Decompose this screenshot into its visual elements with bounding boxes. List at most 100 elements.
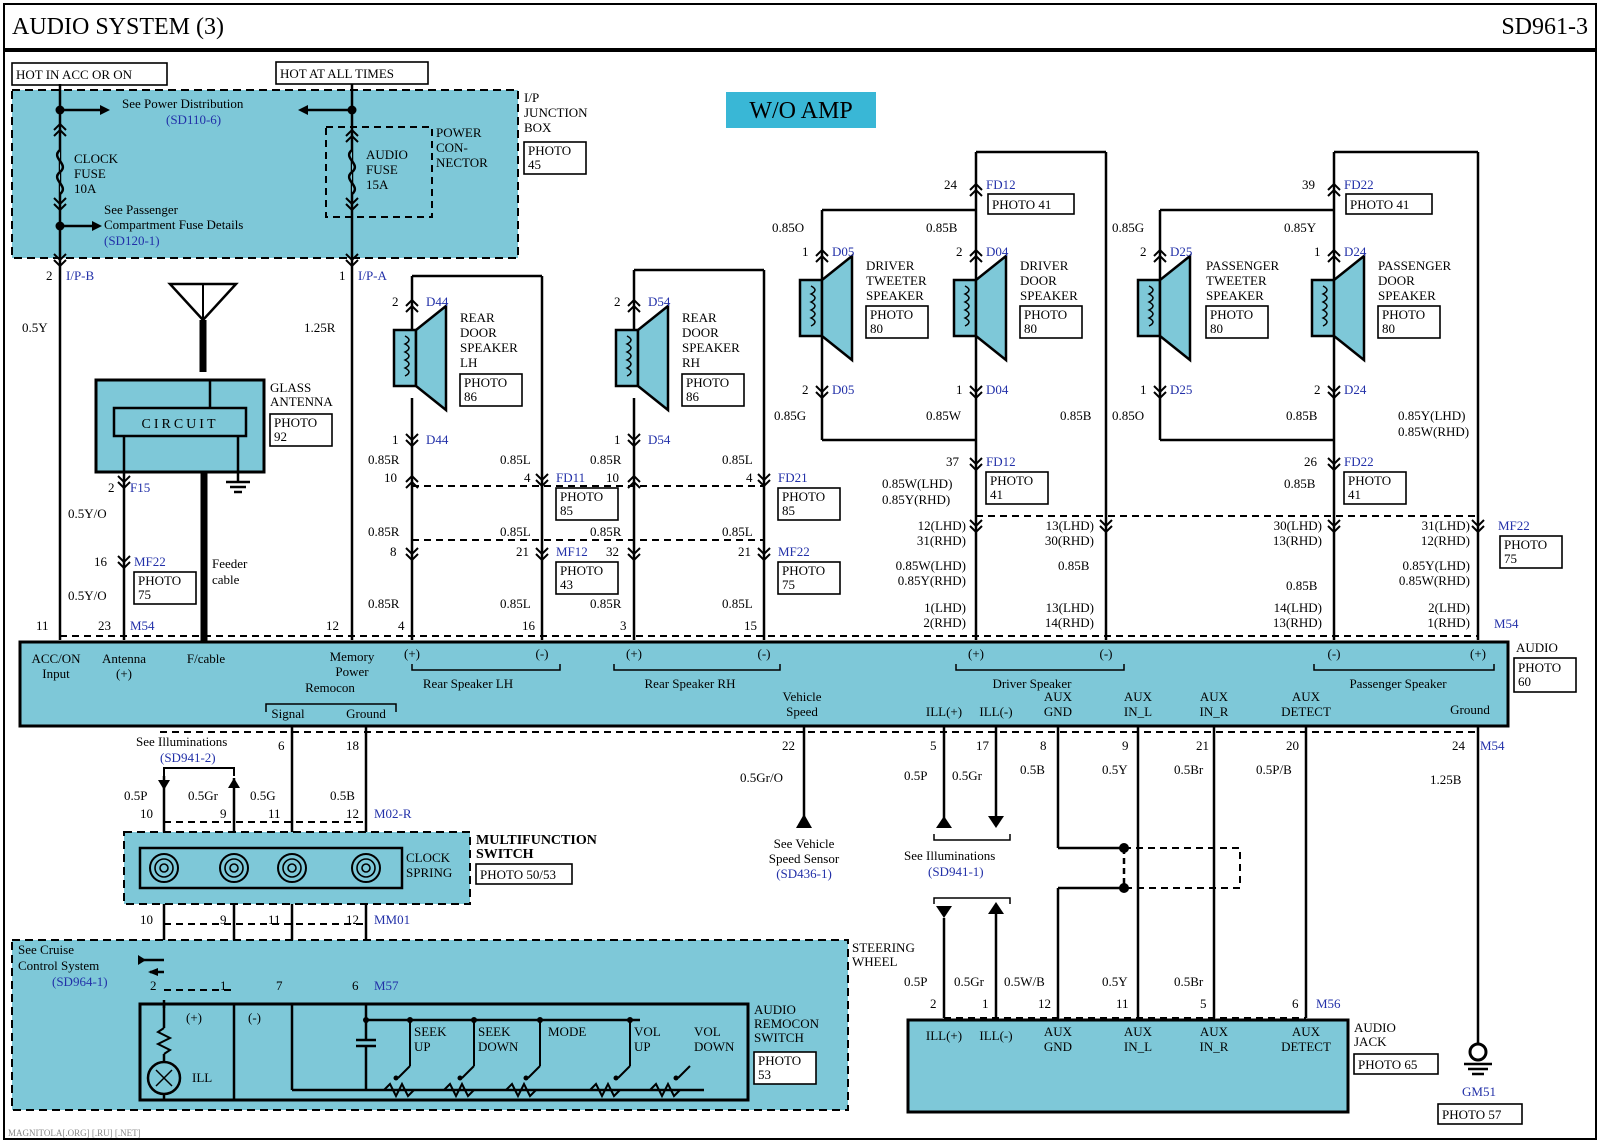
aux-inl-label: IN_L bbox=[1124, 704, 1152, 719]
see-illuminations-ref[interactable]: See Illuminations bbox=[904, 848, 995, 863]
sd964-link[interactable]: (SD964-1) bbox=[52, 974, 108, 989]
sd941-1-link[interactable]: (SD941-1) bbox=[928, 864, 984, 879]
fd11-connector: FD11 bbox=[556, 470, 585, 485]
see-cruise-ref[interactable]: Control System bbox=[18, 958, 99, 973]
passenger-tweeter-photo: PHOTO bbox=[1210, 307, 1253, 322]
rear-lh-name: REAR bbox=[460, 310, 495, 325]
pin-label: 13(RHD) bbox=[1273, 615, 1322, 630]
pin-label: 31(RHD) bbox=[917, 533, 966, 548]
ground-terminal-label: Ground bbox=[1450, 702, 1490, 717]
wire-label: 0.5Y bbox=[1102, 974, 1128, 989]
sd120-link[interactable]: (SD120-1) bbox=[104, 233, 160, 248]
driver-door-name: SPEAKER bbox=[1020, 288, 1078, 303]
clock-fuse-label: CLOCK bbox=[74, 151, 119, 166]
wire-label: 0.85R bbox=[590, 596, 622, 611]
sd941-2-link[interactable]: (SD941-2) bbox=[160, 750, 216, 765]
sd436-link[interactable]: (SD436-1) bbox=[776, 866, 832, 881]
wire-label: 0.85B bbox=[1286, 408, 1318, 423]
ill-minus-label: ILL(-) bbox=[979, 704, 1012, 719]
driver-door-photo: 80 bbox=[1024, 321, 1037, 336]
pin-label: 1 bbox=[220, 978, 227, 993]
pin-label: 21 bbox=[516, 544, 529, 559]
pin-label: 2 bbox=[956, 244, 963, 259]
pin-label: 4 bbox=[524, 470, 531, 485]
driver-tweeter-name: SPEAKER bbox=[866, 288, 924, 303]
pin-label: 11 bbox=[36, 618, 49, 633]
d05-connector: D05 bbox=[832, 244, 854, 259]
m54-connector: M54 bbox=[1494, 616, 1519, 631]
terminal-minus: (-) bbox=[758, 646, 771, 661]
audio-remocon-label: SWITCH bbox=[754, 1030, 804, 1045]
pin-label: 20 bbox=[1286, 738, 1299, 753]
pin-label: 2 bbox=[46, 268, 53, 283]
wire-label: 0.85W(RHD) bbox=[1398, 424, 1469, 439]
pin-label: 6 bbox=[352, 978, 359, 993]
wire-label: 1.25B bbox=[1430, 772, 1462, 787]
passenger-door-name: SPEAKER bbox=[1378, 288, 1436, 303]
memory-power-label: Power bbox=[335, 664, 369, 679]
pin-label: 21 bbox=[738, 544, 751, 559]
vehicle-speed-label: Vehicle bbox=[783, 689, 822, 704]
pin-label: 1 bbox=[1314, 244, 1321, 259]
signal-label: Signal bbox=[271, 706, 305, 721]
see-passenger-ref[interactable]: Compartment Fuse Details bbox=[104, 217, 243, 232]
power-connector-label: POWER bbox=[436, 125, 482, 140]
rear-rh-name: DOOR bbox=[682, 325, 719, 340]
wire-label: 0.85W(LHD) bbox=[882, 476, 952, 491]
rear-lh-photo: PHOTO bbox=[464, 375, 507, 390]
fd21-photo: 85 bbox=[782, 503, 795, 518]
page-title: AUDIO SYSTEM (3) bbox=[12, 14, 224, 40]
see-passenger-ref[interactable]: See Passenger bbox=[104, 202, 179, 217]
see-power-ref[interactable]: See Power Distribution bbox=[122, 96, 244, 111]
jack-aux-inr: AUX bbox=[1200, 1024, 1229, 1039]
driver-speakers bbox=[798, 150, 1108, 640]
pin-label: 8 bbox=[390, 544, 397, 559]
see-vehicle-speed-ref[interactable]: Speed Sensor bbox=[769, 851, 840, 866]
wire-label: 0.5Gr/O bbox=[740, 770, 783, 785]
pin-label: 2 bbox=[392, 294, 399, 309]
diagram-code: SD961-3 bbox=[1501, 14, 1588, 40]
pin-label: 10 bbox=[384, 470, 397, 485]
driver-door-photo: PHOTO bbox=[1024, 307, 1067, 322]
vol-down-label: DOWN bbox=[694, 1039, 735, 1054]
pin-label: 12(RHD) bbox=[1421, 533, 1470, 548]
ip-photo: 45 bbox=[528, 157, 541, 172]
rear-lh-name: DOOR bbox=[460, 325, 497, 340]
see-vehicle-speed-ref[interactable]: See Vehicle bbox=[774, 836, 835, 851]
steering-wheel-label: STEERING bbox=[852, 940, 915, 955]
rear-lh-speaker bbox=[392, 274, 544, 640]
pin-label: 26 bbox=[1304, 454, 1318, 469]
wire-label: 0.5Gr bbox=[188, 788, 219, 803]
pin-label: 1(LHD) bbox=[924, 600, 966, 615]
passenger-tweeter-name: TWEETER bbox=[1206, 273, 1267, 288]
hot-acc-label: HOT IN ACC OR ON bbox=[16, 67, 133, 82]
rear-rh-photo: PHOTO bbox=[686, 375, 729, 390]
hot-all-label: HOT AT ALL TIMES bbox=[280, 66, 394, 81]
glass-antenna-label: GLASS bbox=[270, 380, 311, 395]
pin-label: 13(RHD) bbox=[1273, 533, 1322, 548]
d54-connector: D54 bbox=[648, 432, 671, 447]
remocon-photo: PHOTO bbox=[758, 1053, 801, 1068]
wo-amp-label: W/O AMP bbox=[749, 98, 852, 124]
vehicle-speed-label: Speed bbox=[786, 704, 818, 719]
see-illuminations-ref[interactable]: See Illuminations bbox=[136, 734, 227, 749]
mf22-photo: 75 bbox=[138, 587, 151, 602]
sd110-link[interactable]: (SD110-6) bbox=[166, 112, 221, 127]
ill-plus-label: ILL(+) bbox=[926, 704, 962, 719]
wire-label: 0.85L bbox=[500, 452, 531, 467]
pin-label: 2(LHD) bbox=[1428, 600, 1470, 615]
rear-rh-speaker bbox=[614, 268, 766, 640]
fd12-connector: FD12 bbox=[986, 454, 1016, 469]
pin-label: 17 bbox=[976, 738, 990, 753]
terminal-minus: (-) bbox=[1328, 646, 1341, 661]
antenna-photo: PHOTO bbox=[274, 415, 317, 430]
jack-aux-inl: IN_L bbox=[1124, 1039, 1152, 1054]
antenna-terminal-label: (+) bbox=[116, 666, 132, 681]
see-cruise-ref[interactable]: See Cruise bbox=[18, 942, 74, 957]
pin-label: 15 bbox=[744, 618, 757, 633]
pin-label: 30(LHD) bbox=[1274, 518, 1322, 533]
pin-label: 12 bbox=[346, 806, 359, 821]
aux-inr-label: IN_R bbox=[1200, 704, 1229, 719]
wire-label: 0.85Y(LHD) bbox=[1398, 408, 1466, 423]
